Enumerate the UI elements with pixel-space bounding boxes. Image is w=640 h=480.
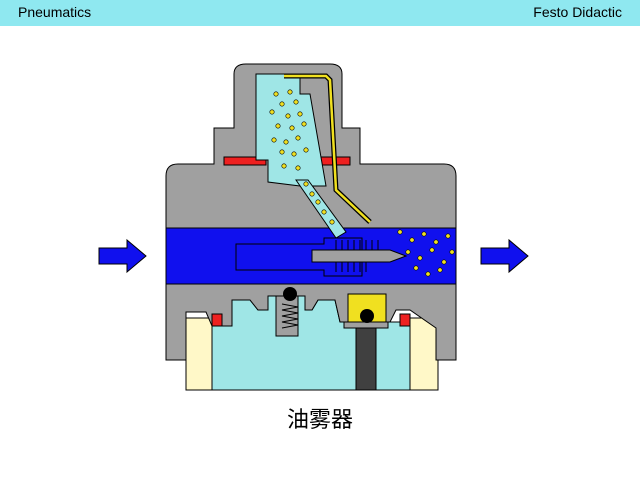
oil-droplet — [279, 149, 285, 155]
oil-droplet — [405, 249, 411, 255]
oil-droplet — [275, 123, 281, 129]
oil-droplet — [269, 109, 275, 115]
oil-droplet — [413, 265, 419, 271]
oil-droplet — [289, 125, 295, 131]
oil-droplet — [309, 191, 315, 197]
oil-droplet — [437, 267, 443, 273]
check-valve — [275, 287, 299, 337]
oil-droplet — [303, 181, 309, 187]
oil-droplet — [425, 271, 431, 277]
header-right-title: Festo Didactic — [533, 4, 622, 20]
outlet-arrow-icon — [480, 238, 529, 274]
seal-bottom-right — [399, 313, 411, 327]
bowl-wall-right — [409, 317, 439, 391]
oil-droplet — [295, 135, 301, 141]
oil-reservoir-right — [375, 321, 411, 391]
seal-bottom-left — [211, 313, 223, 327]
oil-droplet — [301, 121, 307, 127]
oil-droplet — [279, 101, 285, 107]
inlet-arrow-icon — [98, 238, 147, 274]
oil-droplets — [269, 89, 455, 277]
oil-droplet — [297, 111, 303, 117]
oil-droplet — [273, 91, 279, 97]
nozzle-block — [235, 237, 363, 277]
header-bar: Pneumatics Festo Didactic — [0, 0, 640, 26]
oil-droplet — [417, 255, 423, 261]
oil-droplet — [293, 99, 299, 105]
diagram-caption: 油雾器 — [286, 408, 353, 433]
oil-droplet — [283, 139, 289, 145]
oil-droplet — [421, 231, 427, 237]
oil-droplet — [441, 259, 447, 265]
oil-droplet — [329, 219, 335, 225]
oil-droplet — [445, 233, 451, 239]
oil-droplet — [285, 113, 291, 119]
seal-top-left — [223, 156, 267, 166]
oil-droplet — [303, 147, 309, 153]
oil-droplet — [321, 209, 327, 215]
oil-droplet — [271, 137, 277, 143]
feed-tube — [343, 293, 389, 391]
oil-droplet — [429, 247, 435, 253]
bowl-wall-left — [185, 317, 215, 391]
oil-droplet — [433, 239, 439, 245]
oil-droplet — [287, 89, 293, 95]
nozzle-tip — [311, 249, 408, 263]
oil-droplet — [295, 165, 301, 171]
header-left-title: Pneumatics — [18, 4, 92, 20]
oil-droplet — [409, 237, 415, 243]
pressure-line-fill — [284, 74, 371, 223]
oil-droplet — [315, 199, 321, 205]
oil-droplet — [291, 151, 297, 157]
oil-droplet — [449, 249, 455, 255]
oil-droplet — [281, 163, 287, 169]
oil-droplet — [397, 229, 403, 235]
nozzle-ribs — [335, 240, 379, 272]
